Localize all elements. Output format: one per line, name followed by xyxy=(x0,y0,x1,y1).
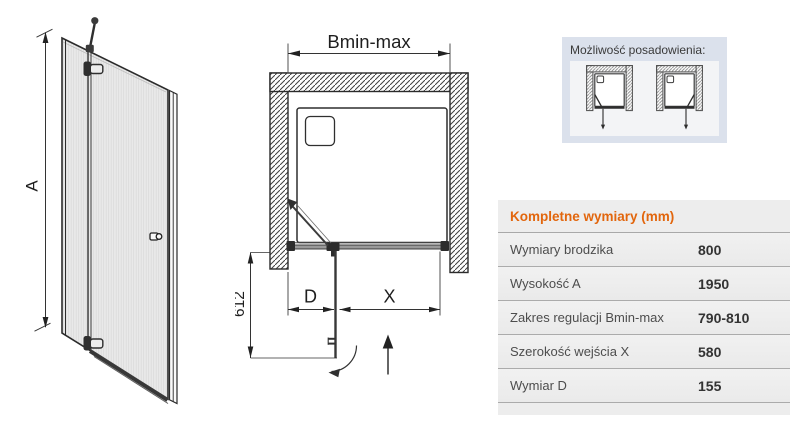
dimension-bminmax-label: Bmin-max xyxy=(327,31,411,52)
dimensions-table: Kompletne wymiary (mm) Wymiary brodzika … xyxy=(498,200,790,415)
door-swing-arrow xyxy=(328,345,358,378)
dimension-x xyxy=(339,251,441,316)
spec-value: 1950 xyxy=(698,275,730,292)
dimensions-table-title: Kompletne wymiary (mm) xyxy=(498,200,790,233)
table-row: Wymiary brodzika 800 xyxy=(498,233,790,267)
placement-diagram-left xyxy=(586,65,633,130)
entry-arrow xyxy=(600,108,606,130)
table-row: Wysokość A 1950 xyxy=(498,267,790,301)
top-view-drawing: Bmin-max 612 D X xyxy=(235,31,469,378)
bottom-hinge xyxy=(83,336,104,351)
spec-value: 790-810 xyxy=(698,309,750,326)
spec-value: 800 xyxy=(698,241,722,258)
folding-strut xyxy=(287,198,332,247)
dimension-bminmax xyxy=(287,43,451,72)
dimension-x-label: X xyxy=(383,287,395,307)
spec-label: Wysokość A xyxy=(510,276,581,291)
spec-label: Wymiary brodzika xyxy=(510,242,614,257)
dimension-a-label: A xyxy=(23,180,42,192)
walls xyxy=(269,72,469,274)
placement-panel: Możliwość posadowienia: xyxy=(562,37,727,143)
door-handle xyxy=(149,232,163,241)
bottom-seal xyxy=(88,349,169,404)
front-view-drawing: A xyxy=(23,17,178,405)
placement-panel-title: Możliwość posadowienia: xyxy=(570,43,706,57)
table-row: Wymiar D 155 xyxy=(498,369,790,403)
spec-value: 580 xyxy=(698,343,722,360)
spec-value: 155 xyxy=(698,377,722,394)
dimension-a xyxy=(34,28,53,332)
door-closed-line xyxy=(286,241,449,257)
placement-diagrams xyxy=(570,61,719,136)
spec-label: Szerokość wejścia X xyxy=(510,344,630,359)
door-open-line xyxy=(327,251,337,358)
drain-square xyxy=(304,115,336,147)
placement-diagram-right xyxy=(656,65,703,130)
entry-arrow xyxy=(683,108,689,130)
spec-label: Wymiar D xyxy=(510,378,567,393)
top-support-arm xyxy=(85,17,99,53)
table-row: Szerokość wejścia X 580 xyxy=(498,335,790,369)
glass-door-panels xyxy=(61,36,169,401)
dimension-d xyxy=(287,272,334,316)
dimension-612 xyxy=(247,252,337,359)
entry-arrow xyxy=(382,334,394,375)
top-hinge xyxy=(83,61,104,76)
dimension-612-label: 612 xyxy=(235,291,248,317)
wall-profile xyxy=(168,89,178,405)
table-row: Zakres regulacji Bmin-max 790-810 xyxy=(498,301,790,335)
dimension-d-label: D xyxy=(304,287,317,307)
spec-label: Zakres regulacji Bmin-max xyxy=(510,310,664,325)
